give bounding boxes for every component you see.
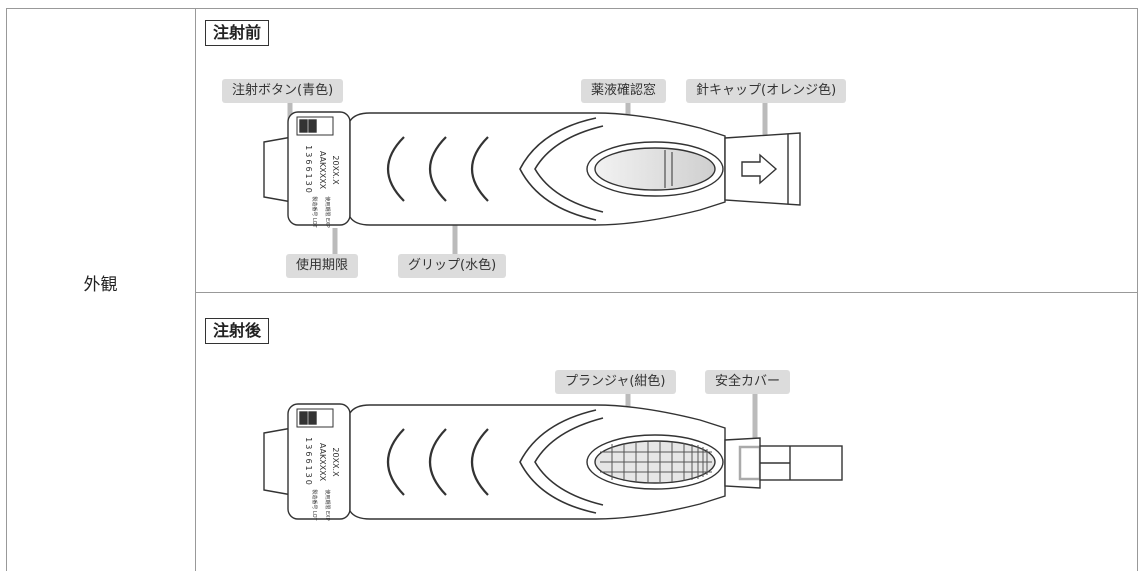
lot-caption-after: 製造番号 LOT [311,489,318,521]
exp-caption-before: 使用期限 EXP [324,196,331,227]
pen-before [263,103,801,254]
exp-value-before: 20XX.X [331,155,340,185]
exp-value-after: 20XX.X [331,447,340,477]
lot-caption-before: 製造番号 LOT [311,196,318,228]
grip-label: グリップ(水色) [398,254,507,278]
product-code-before: 1366130 [304,145,313,195]
needle-cap-label: 針キャップ(オレンジ色) [686,79,847,103]
after-injection-title: 注射後 [205,318,270,344]
expiry-label: 使用期限 [286,254,359,278]
plunger-grid [600,442,712,482]
safety-cover-label: 安全カバー [705,370,791,394]
product-code-after: 1366130 [304,437,313,487]
inject-button-label: 注射ボタン(青色) [222,79,344,103]
pen-after [263,394,843,520]
lot-value-after: AAKXXXX [318,443,327,482]
pen-body [349,112,726,226]
safety-cover-shape [724,437,761,489]
arrow-icon [741,153,778,185]
column-divider [195,8,196,571]
plunger-label: プランジャ(紺色) [555,370,676,394]
medicine-window-label: 薬液確認窓 [581,79,667,103]
row-divider [195,292,1138,293]
window-inner [594,147,716,191]
lot-value-before: AAKXXXX [318,151,327,190]
before-injection-title: 注射前 [205,20,270,46]
table-frame [6,8,1138,571]
appearance-label: 外観 [83,275,118,295]
exp-caption-after: 使用期限 EXP [324,489,331,520]
